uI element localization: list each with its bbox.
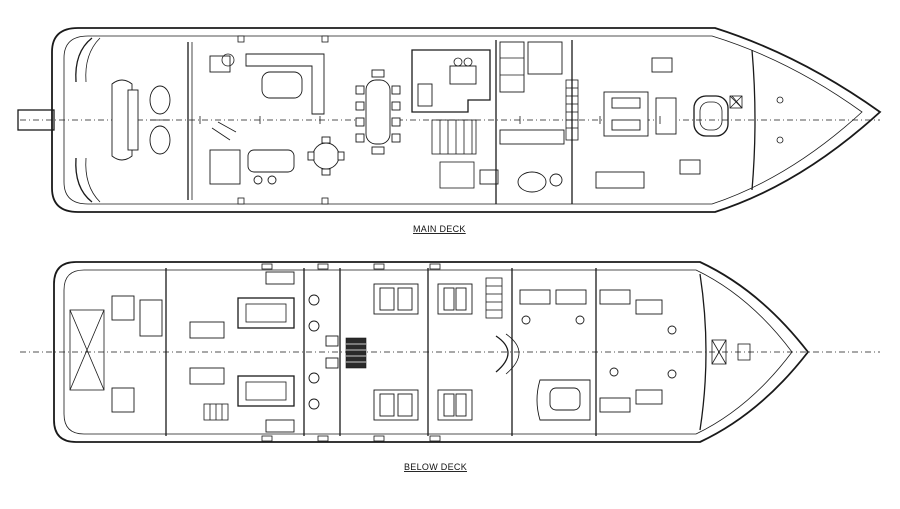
main-deck-bulwark xyxy=(63,35,863,205)
below-deck-plan xyxy=(20,261,880,443)
main-salon-sofa xyxy=(245,53,325,115)
main-deck-hull-outline xyxy=(51,27,882,213)
guest-bed-port xyxy=(437,283,473,315)
guest-stairs xyxy=(485,277,503,319)
round-game-table xyxy=(312,142,340,170)
generator-starboard xyxy=(189,367,225,385)
aft-stair-port xyxy=(75,37,93,83)
galley-island xyxy=(449,65,477,85)
aft-deck-table-2 xyxy=(149,125,171,155)
below-deck-heads xyxy=(521,315,677,379)
forepeak-bulkhead xyxy=(699,273,707,431)
foredeck-bulkhead xyxy=(751,49,756,191)
main-deck-label: MAIN DECK xyxy=(413,224,466,234)
bathtub xyxy=(517,171,547,193)
main-salon-coffee-table xyxy=(261,71,303,99)
below-deck-label: BELOW DECK xyxy=(404,462,467,472)
aft-deck-table-1 xyxy=(149,85,171,115)
master-settee xyxy=(595,171,645,189)
chain-locker xyxy=(711,339,727,365)
below-deck-center-stair xyxy=(345,337,367,369)
main-deck-rail-posts xyxy=(237,35,329,205)
main-deck-plan xyxy=(17,27,882,213)
engine-port xyxy=(237,297,295,329)
master-jacuzzi xyxy=(693,95,729,137)
main-stairway xyxy=(431,119,477,155)
day-head xyxy=(439,161,475,189)
crew-berth-1 xyxy=(519,289,551,305)
crew-passage-curve xyxy=(495,335,509,373)
guest-bed-starboard xyxy=(437,389,473,421)
crew-stairs xyxy=(565,79,579,141)
main-deck-frame-ticks xyxy=(199,116,661,124)
below-deck-hull-outline xyxy=(53,261,810,443)
bar-seating xyxy=(247,149,295,173)
engine-starboard xyxy=(237,375,295,407)
crew-berth-2 xyxy=(555,289,587,305)
galley-walls xyxy=(411,49,491,113)
aft-stair-starboard xyxy=(75,157,93,203)
engine-room-ladder xyxy=(203,403,229,421)
dining-table xyxy=(365,79,391,145)
below-deck-inner-hull xyxy=(63,269,793,435)
bar-counter xyxy=(209,149,241,185)
main-deck-swim-platform xyxy=(17,109,55,131)
locker-port xyxy=(499,41,525,93)
below-deck-fixtures xyxy=(308,294,339,410)
generator-port xyxy=(189,321,225,339)
lazarette xyxy=(69,309,105,391)
crew-berth-4 xyxy=(599,397,631,413)
crew-berth-3 xyxy=(599,289,631,305)
below-deck-hatches xyxy=(261,263,441,442)
aft-deck-sofa xyxy=(111,79,133,161)
